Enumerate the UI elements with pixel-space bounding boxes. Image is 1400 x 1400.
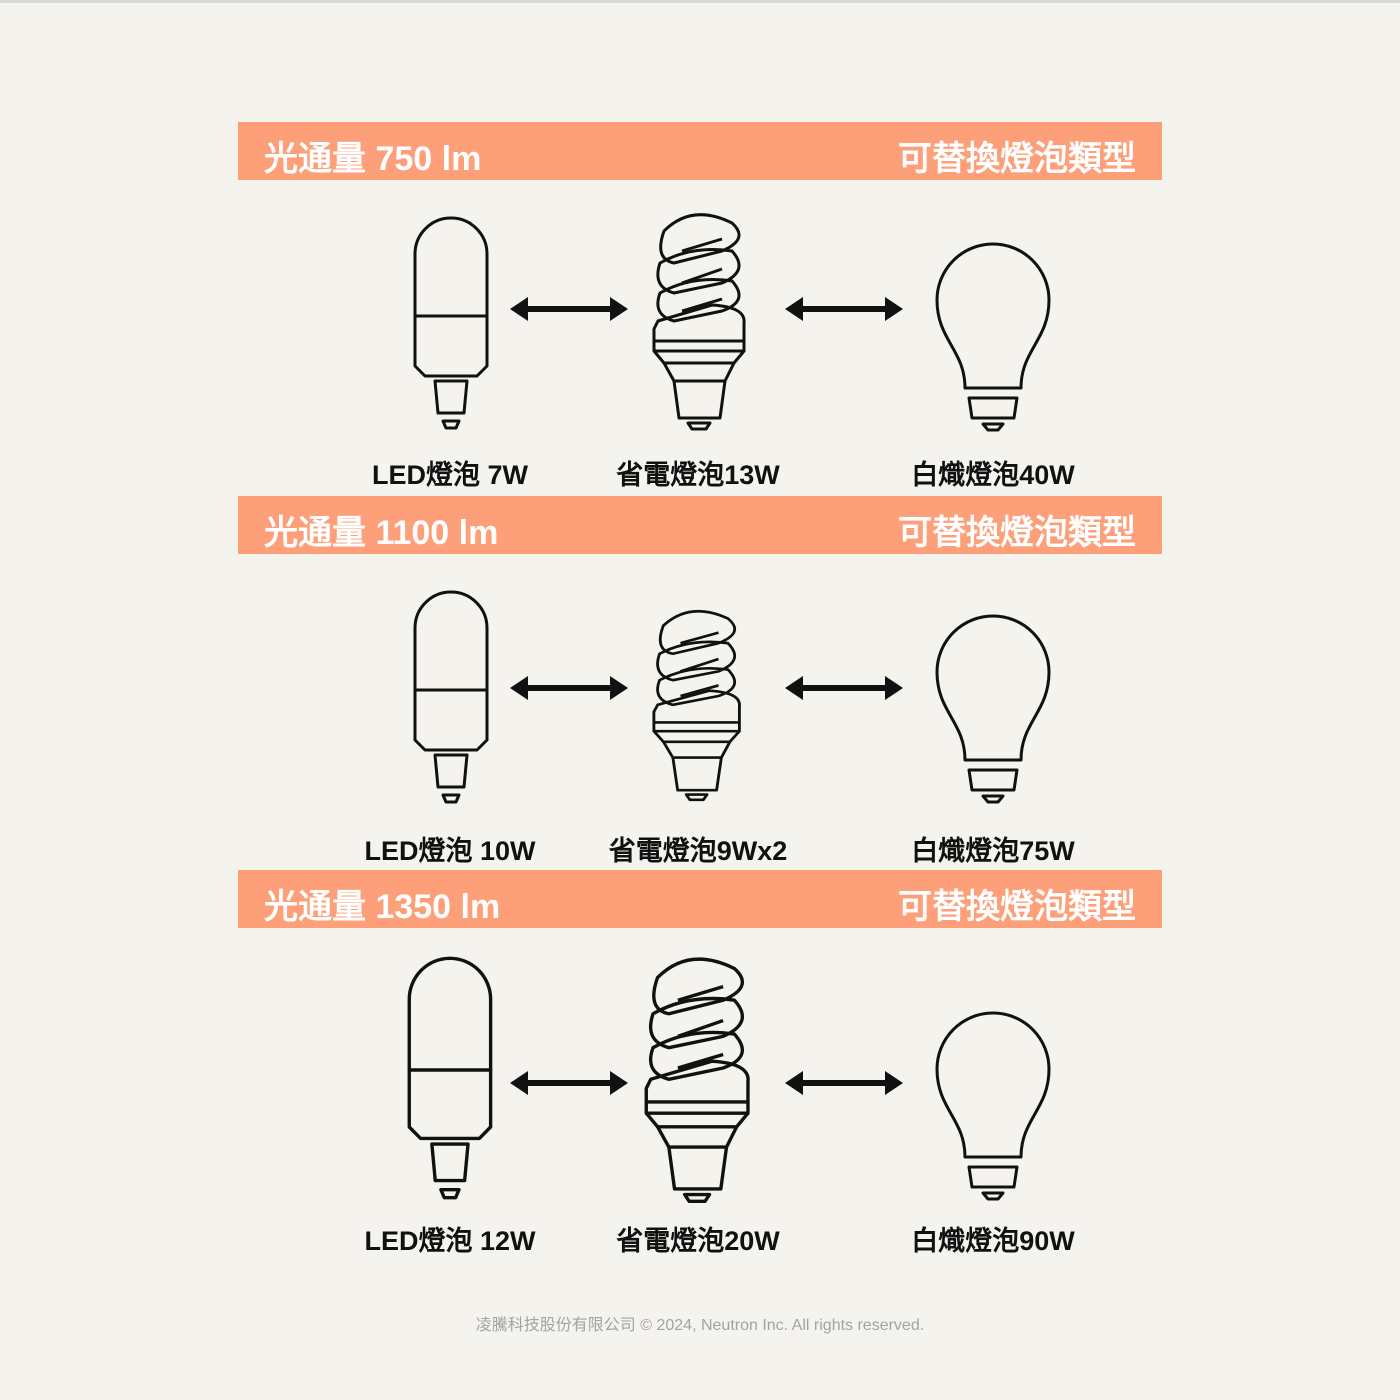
led-label: LED燈泡 7W <box>371 460 528 490</box>
double-arrow-icon <box>783 295 905 323</box>
cfl-label: 省電燈泡13W <box>616 460 780 490</box>
cfl-label: 省電燈泡20W <box>616 1226 780 1256</box>
led-label: LED燈泡 12W <box>364 1226 536 1256</box>
section-header: 光通量 750 lm 可替換燈泡類型 <box>238 122 1162 180</box>
cfl-bulb-icon <box>652 213 746 431</box>
incandescent-bulb-icon <box>935 242 1051 432</box>
cfl-label: 省電燈泡9Wx2 <box>608 836 788 866</box>
double-arrow-icon <box>508 295 630 323</box>
led-label: LED燈泡 10W <box>364 836 536 866</box>
replace-title: 可替換燈泡類型 <box>898 140 1136 178</box>
footer-copyright: 凌騰科技股份有限公司 © 2024, Neutron Inc. All righ… <box>475 1317 925 1334</box>
incandescent-label: 白熾燈泡75W <box>911 836 1075 866</box>
incandescent-bulb-icon <box>935 614 1051 804</box>
lumen-title: 光通量 1100 lm <box>264 514 499 552</box>
lumen-title: 光通量 1350 lm <box>264 888 501 926</box>
double-arrow-icon <box>783 1069 905 1097</box>
section-header: 光通量 1100 lm 可替換燈泡類型 <box>238 496 1162 554</box>
lumen-title: 光通量 750 lm <box>264 140 482 178</box>
led-bulb-icon <box>407 956 493 1200</box>
incandescent-label: 白熾燈泡90W <box>911 1226 1075 1256</box>
replace-title: 可替換燈泡類型 <box>898 514 1136 552</box>
incandescent-label: 白熾燈泡40W <box>911 460 1075 490</box>
incandescent-bulb-icon <box>935 1011 1051 1201</box>
double-arrow-icon <box>783 674 905 702</box>
replace-title: 可替換燈泡類型 <box>898 888 1136 926</box>
led-bulb-icon <box>413 590 489 804</box>
cfl-bulb-icon <box>644 957 750 1204</box>
double-arrow-icon <box>508 1069 630 1097</box>
led-bulb-icon <box>413 216 489 430</box>
section-header: 光通量 1350 lm 可替換燈泡類型 <box>238 870 1162 928</box>
cfl-bulb-icon <box>652 609 741 802</box>
double-arrow-icon <box>508 674 630 702</box>
